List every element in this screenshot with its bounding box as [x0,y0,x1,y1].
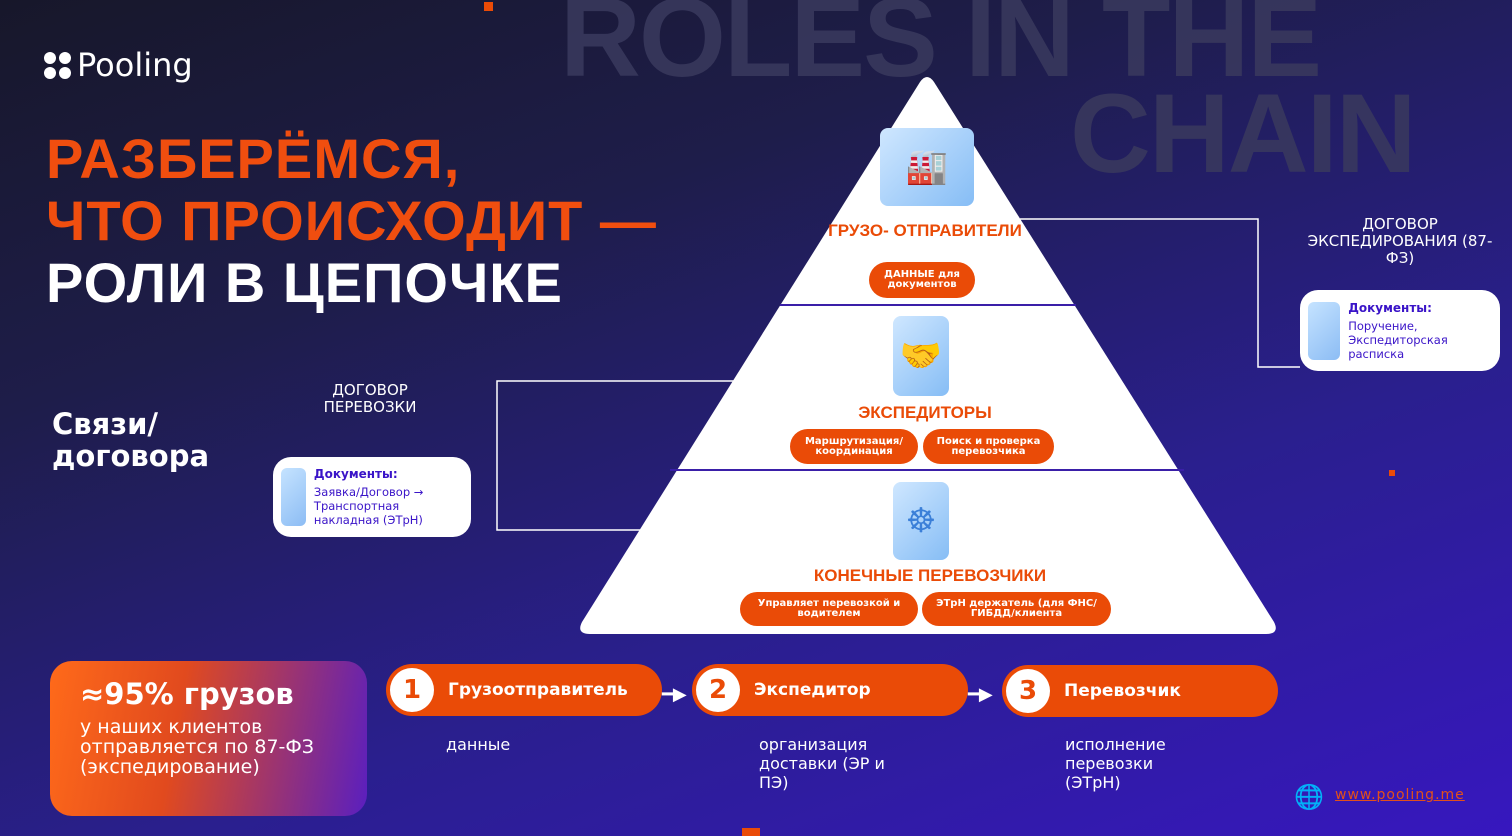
level-forwarders-title: ЭКСПЕДИТОРЫ [858,403,992,422]
factory-warehouse-icon: 🏭 [880,128,974,206]
docs-list: Поручение, Экспедиторская расписка [1348,318,1448,361]
logo-icon [44,51,71,79]
accent-square [484,2,493,11]
step-number: 2 [696,668,740,712]
handshake-icon: 🤝 [893,316,949,396]
carriers-pill-2: ЭТрН держатель (для ФНС/ГИБДД/клиента [922,592,1111,626]
level-carriers-title: КОНЕЧНЫЕ ПЕРЕВОЗЧИКИ [813,566,1047,585]
docs-list: Заявка/Договор → Транспортная накладная … [313,485,424,527]
docs-label: Документы: [313,467,398,481]
step-label: Грузоотправитель [448,680,628,700]
forwarding-docs-card: Документы: Поручение, Экспедиторская расп… [1300,290,1500,371]
step-label: Экспедитор [754,680,871,700]
globe-icon: 🌐 [1294,783,1324,811]
level-shippers-title: ГРУЗО- ОТПРАВИТЕЛИ [828,221,1022,240]
title-line-2: ЧТО ПРОИСХОДИТ — [46,189,657,252]
carriage-contract-header: ДОГОВОР ПЕРЕВОЗКИ [323,381,417,416]
docs-label: Документы: [1348,300,1432,315]
shippers-pill: ДАННЫЕ для документов [869,262,975,298]
step-caption: организация доставки (ЭР и ПЭ) [759,735,885,792]
step-forwarder: 2 Экспедитор [692,664,968,716]
carriers-pill-1: Управляет перевозкой и водителем [740,592,918,626]
step-label: Перевозчик [1064,681,1181,701]
stat-card: ≈95% грузов у наших клиентов отправляетс… [50,661,367,816]
forwarders-pill-2: Поиск и проверка перевозчика [923,429,1054,464]
stat-value: ≈95% грузов [80,677,294,711]
background-title: ROLES IN THE [560,0,1322,100]
background-title-2: CHAIN [1070,71,1417,196]
arrow-right-icon: ━▶ [662,684,687,705]
step-caption: данные [446,735,511,754]
accent-square [1389,470,1395,476]
forwarding-contract-header: ДОГОВОР ЭКСПЕДИРОВАНИЯ (87-ФЗ) [1307,215,1493,267]
website-link[interactable]: www.pooling.me [1335,787,1465,803]
documents-icon [281,468,306,526]
step-caption: исполнение перевозки (ЭТрН) [1065,735,1166,792]
links-label: Связи/ договора [52,407,210,473]
forwarders-pill-1: Маршрутизация/ координация [790,429,918,464]
step-shipper: 1 Грузоотправитель [386,664,662,716]
accent-square [742,828,760,836]
step-carrier: 3 Перевозчик [1002,665,1278,717]
logo-text: Pooling [77,46,193,84]
title-line-3: РОЛИ В ЦЕПОЧКЕ [46,251,563,314]
documents-icon [1308,301,1341,360]
steering-wheel-icon: ☸ [893,482,949,560]
step-number: 1 [390,668,434,712]
title-line-1: РАЗБЕРЁМСЯ, [46,127,461,190]
arrow-right-icon: ━▶ [968,684,993,705]
carriage-docs-card: Документы: Заявка/Договор → Транспортная … [273,457,471,537]
logo: Pooling [44,46,193,84]
stat-text: у наших клиентов отправляется по 87-ФЗ (… [80,716,314,778]
step-number: 3 [1006,669,1050,713]
page-title: РАЗБЕРЁМСЯ, ЧТО ПРОИСХОДИТ — РОЛИ В ЦЕПО… [46,128,657,314]
